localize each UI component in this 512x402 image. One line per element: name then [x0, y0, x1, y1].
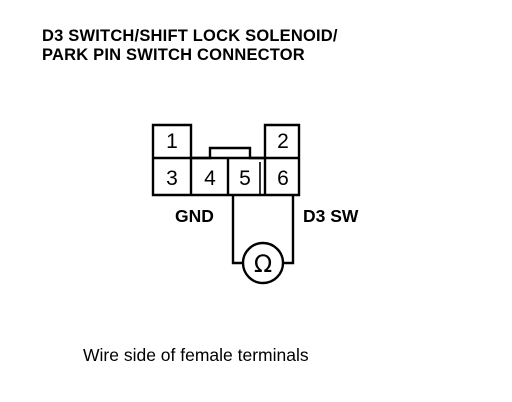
ohmmeter-icon: Ω — [241, 241, 285, 285]
connector-housing — [151, 123, 301, 197]
ground-label: GND — [175, 206, 214, 226]
diagram-caption: Wire side of female terminals — [83, 345, 309, 365]
diagram-title-line-2: PARK PIN SWITCH CONNECTOR — [42, 46, 305, 64]
pin-5-label: 5 — [239, 167, 251, 190]
ohmmeter-body — [241, 241, 285, 285]
d3-switch-lead — [283, 195, 295, 265]
pin-6-label: 6 — [277, 167, 289, 190]
ground-lead — [231, 195, 243, 265]
ohm-symbol: Ω — [254, 250, 272, 278]
diagram-title: D3 SWITCH/SHIFT LOCK SOLENOID/ PARK PIN … — [42, 27, 338, 65]
pin-1-label: 1 — [166, 130, 178, 153]
test-leads — [231, 195, 295, 265]
pin-2-label: 2 — [277, 130, 289, 153]
diagram-title-line-1: D3 SWITCH/SHIFT LOCK SOLENOID/ — [42, 27, 338, 45]
pin-4-label: 4 — [204, 167, 216, 190]
d3-switch-label: D3 SW — [303, 206, 359, 226]
pin-3-label: 3 — [166, 167, 178, 190]
